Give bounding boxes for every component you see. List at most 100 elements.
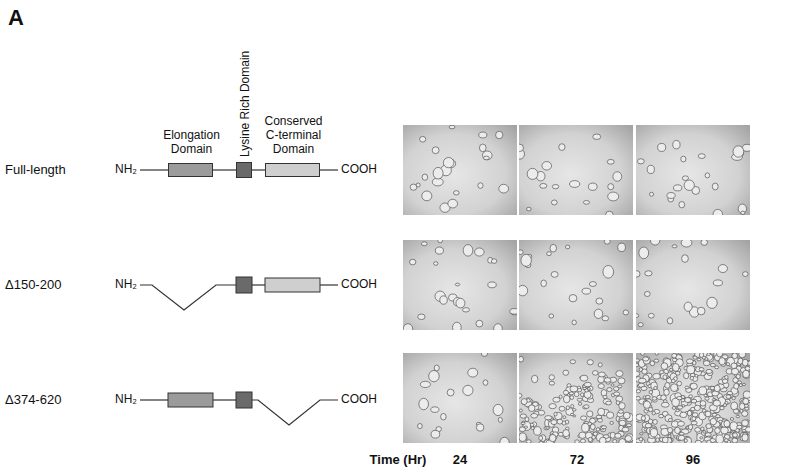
cell-blob — [590, 424, 595, 430]
cell-blob — [481, 353, 487, 356]
cell-blob — [581, 393, 584, 397]
cell-blob — [663, 375, 667, 380]
cell-blob — [665, 383, 670, 389]
cell-blob — [575, 440, 580, 443]
cell-blob — [553, 397, 560, 402]
cell-blob — [705, 358, 708, 361]
cell-blob — [726, 395, 731, 399]
cell-blob — [596, 415, 602, 419]
cell-blob — [650, 429, 657, 437]
cell-blob — [661, 363, 668, 370]
cell-blob — [705, 411, 711, 417]
cell-blob — [578, 402, 582, 405]
cell-blob — [718, 265, 727, 273]
cell-blob — [672, 363, 679, 371]
cell-blob — [526, 440, 531, 443]
cell-blob — [449, 125, 455, 129]
cell-blob — [443, 158, 454, 168]
cell-blob — [616, 371, 623, 377]
cell-blob — [563, 390, 568, 395]
cell-blob — [416, 183, 420, 187]
cell-blob — [684, 373, 689, 379]
cell-blob — [641, 386, 647, 390]
cell-blob — [700, 437, 703, 439]
cell-blob — [697, 358, 701, 361]
cell-blob — [579, 432, 586, 438]
cell-blob — [636, 314, 639, 318]
cell-blob — [691, 399, 696, 403]
lysine-domain-box — [236, 277, 252, 293]
cell-blob — [691, 421, 697, 425]
cell-blob — [573, 415, 576, 417]
cell-blob — [566, 245, 570, 249]
cell-blob — [559, 144, 565, 151]
cell-blob — [421, 242, 427, 246]
cell-blob — [685, 386, 689, 389]
cell-blob — [551, 420, 557, 425]
cell-blob — [572, 320, 576, 325]
domain-box: Conserved C-terminal Domain — [265, 163, 320, 177]
cell-blob — [544, 426, 549, 429]
cell-blob — [648, 313, 654, 318]
cell-blob — [441, 413, 447, 420]
cell-blob — [429, 370, 440, 381]
cell-blob — [618, 378, 625, 384]
cell-blob — [433, 167, 443, 179]
micrograph — [403, 240, 517, 330]
construct-label: COOH — [341, 393, 377, 407]
cell-blob — [659, 414, 664, 417]
cell-blob — [685, 397, 691, 402]
cell-blob — [545, 416, 552, 420]
cell-blob — [626, 424, 631, 427]
cell-blob — [440, 296, 447, 304]
cell-blob — [665, 415, 672, 422]
cell-blob — [570, 396, 574, 400]
cell-blob — [641, 353, 645, 355]
cell-blob — [744, 399, 748, 404]
cell-blob — [651, 382, 658, 390]
cell-blob — [422, 191, 432, 201]
elongation-domain-box — [168, 393, 213, 407]
cell-blob — [721, 421, 729, 428]
cell-blob — [607, 388, 612, 392]
cell-blob — [654, 359, 659, 362]
cell-blob — [679, 202, 685, 208]
cell-blob — [500, 437, 509, 443]
construct-label: Δ374-620 — [5, 393, 61, 408]
cell-blob — [468, 368, 478, 377]
cell-blob — [719, 358, 725, 365]
cell-blob — [643, 401, 650, 408]
cell-blob — [584, 382, 591, 386]
panel-letter: A — [8, 5, 24, 30]
cell-blob — [616, 401, 619, 405]
cell-blob — [722, 376, 728, 383]
micrograph-ground — [636, 240, 750, 330]
cell-blob — [594, 309, 603, 318]
cell-blob — [582, 288, 591, 294]
cell-blob — [611, 384, 614, 386]
backbone-connector — [213, 169, 236, 170]
cell-blob — [607, 159, 614, 164]
cell-blob — [431, 407, 439, 413]
cell-blob — [420, 381, 430, 387]
cell-blob — [483, 151, 493, 160]
cell-blob — [613, 172, 622, 182]
cell-blob — [742, 420, 749, 426]
cell-blob — [734, 383, 739, 389]
backbone-line — [140, 169, 168, 170]
cell-blob — [479, 132, 487, 138]
cell-blob — [687, 366, 695, 374]
cell-blob — [524, 426, 527, 428]
cell-blob — [623, 310, 628, 315]
cell-blob — [403, 324, 413, 330]
cell-blob — [712, 413, 717, 416]
cell-blob — [599, 437, 606, 443]
cell-blob — [431, 430, 440, 438]
micrograph-ground — [636, 353, 750, 443]
cell-blob — [583, 201, 589, 205]
cell-blob — [619, 439, 626, 443]
cell-blob — [694, 405, 700, 410]
cell-blob — [699, 387, 707, 395]
cell-blob — [587, 360, 593, 365]
micrograph-ground — [636, 125, 750, 215]
